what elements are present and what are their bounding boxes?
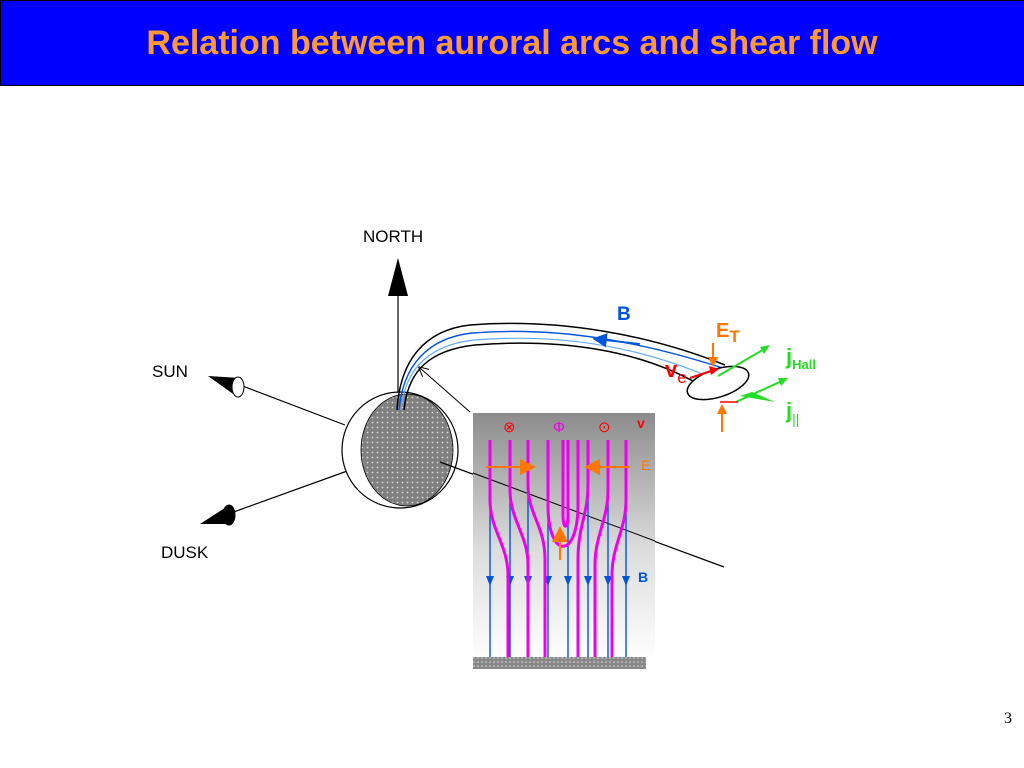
dusk-axis-line xyxy=(227,469,351,515)
inset-ground xyxy=(473,657,646,669)
slide-title: Relation between auroral arcs and shear … xyxy=(146,23,878,62)
j-hall-sub: Hall xyxy=(792,357,816,372)
page-number: 3 xyxy=(1004,710,1012,727)
inset-potential-contours xyxy=(488,440,628,657)
b-field-label: B xyxy=(617,304,631,325)
sun-arrow-cone xyxy=(231,376,245,398)
axes: NORTH SUN DUSK xyxy=(152,227,423,562)
flux-tube-inner xyxy=(403,342,701,411)
contour-left-outer xyxy=(488,440,510,657)
j-hall-arrow xyxy=(717,347,767,377)
title-bar: Relation between auroral arcs and shear … xyxy=(0,0,1024,86)
dusk-label: DUSK xyxy=(161,543,209,562)
j-hall-main: j xyxy=(785,344,792,369)
e-t-arrowhead-bottom xyxy=(717,404,727,414)
j-parallel-arrowhead xyxy=(778,378,788,386)
contour-u-shape xyxy=(546,440,580,548)
inset-e-arrows xyxy=(486,459,630,560)
flux-tube-outer xyxy=(396,322,726,411)
v-e-main: v xyxy=(665,357,678,382)
contour-left-inner xyxy=(526,440,547,657)
contour-right-outer xyxy=(610,440,628,657)
blue-arrowhead-7 xyxy=(604,576,612,586)
e-t-sub: T xyxy=(729,327,740,346)
e-t-label: ET xyxy=(716,320,740,346)
e-t-main: E xyxy=(716,320,729,342)
inset-out-symbol: ⊙ xyxy=(598,419,611,436)
j-par-main: j xyxy=(785,398,792,423)
flux-tube-field-line-2 xyxy=(400,337,713,411)
inset-e-label: E xyxy=(641,457,650,473)
contour-left-mid xyxy=(508,440,530,657)
inset-b-label: B xyxy=(638,569,648,585)
v-e-label: ve xyxy=(665,357,687,387)
inset-v-label: v xyxy=(637,415,645,431)
j-par-label: j|| xyxy=(785,398,799,427)
flux-tube-field-line-1 xyxy=(398,330,736,411)
v-e-arrowhead xyxy=(709,366,719,375)
j-hall-arrowhead xyxy=(760,345,770,354)
north-arrow-icon xyxy=(388,258,408,296)
earth xyxy=(341,391,459,509)
j-parallel-arrow xyxy=(735,379,785,403)
inset-phi-symbol: Φ xyxy=(553,419,565,436)
inset-into-symbol: ⊗ xyxy=(503,419,516,436)
blue-arrowhead-1 xyxy=(486,576,494,586)
tube-vectors: B ET ve jHall j|| xyxy=(617,304,816,432)
blue-arrowhead-5 xyxy=(564,576,572,586)
sun-label: SUN xyxy=(152,362,188,381)
inset-blue-arrowheads xyxy=(486,576,630,586)
contour-right-inner xyxy=(576,440,590,657)
earth-polar-cap xyxy=(360,393,454,507)
b-field-arrow xyxy=(592,333,641,348)
pointer-to-tube xyxy=(420,368,471,413)
blue-arrowhead-6 xyxy=(584,576,592,586)
blue-arrowhead-8 xyxy=(622,576,630,586)
v-e-sub: e xyxy=(677,368,686,387)
e-t-arrowhead-top xyxy=(708,357,718,367)
j-hall-label: jHall xyxy=(785,344,816,372)
inset-panel: ⊗ Φ ⊙ v E B xyxy=(472,413,656,669)
dusk-arrow-cone xyxy=(222,504,236,526)
contour-right-mid xyxy=(593,440,610,657)
j-par-sub: || xyxy=(792,411,799,427)
flux-tube-end-shade xyxy=(740,392,775,402)
north-label: NORTH xyxy=(363,227,423,246)
v-e-arrow xyxy=(689,369,715,379)
sun-axis-line xyxy=(239,384,346,426)
